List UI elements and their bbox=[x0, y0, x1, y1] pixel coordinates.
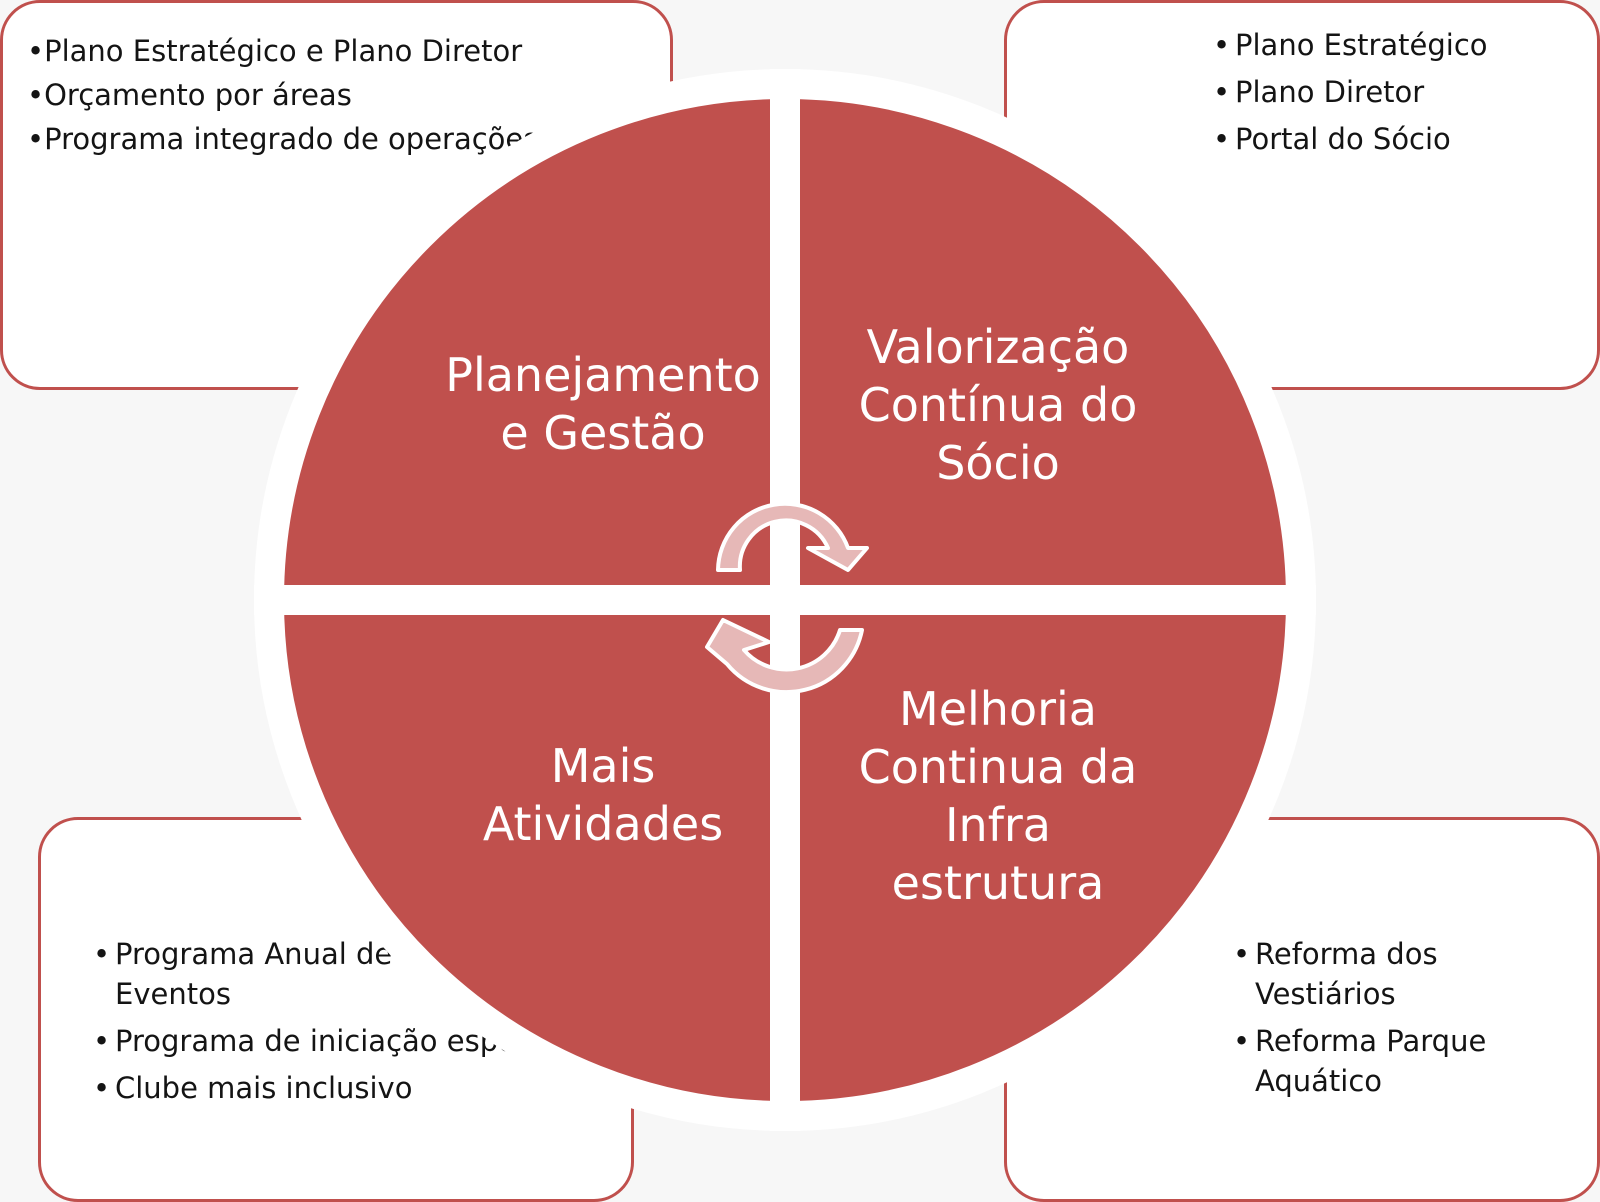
card-item: Portal do Sócio bbox=[1213, 117, 1577, 161]
quadrant-title-valorizacao: Valorização Contínua do Sócio bbox=[828, 318, 1168, 492]
card-item: Orçamento por áreas bbox=[27, 73, 650, 117]
quadrant-title-line: Contínua do bbox=[858, 378, 1138, 432]
quadrant-title-line: Infra bbox=[944, 798, 1051, 852]
card-item: Plano Estratégico e Plano Diretor bbox=[27, 29, 650, 73]
quadrant-title-line: e Gestão bbox=[500, 406, 706, 460]
quadrant-bottom-right bbox=[770, 585, 1317, 1132]
card-item: Reforma Parque Aquático bbox=[1233, 1021, 1587, 1101]
quadrant-title-planejamento: Planejamento e Gestão bbox=[433, 346, 773, 462]
quadrant-title-melhoria: Melhoria Continua da Infra estrutura bbox=[828, 680, 1168, 912]
card-item: Clube mais inclusivo bbox=[93, 1068, 621, 1108]
quadrant-title-atividades: Mais Atividades bbox=[433, 737, 773, 853]
quadrant-bottom-left bbox=[253, 585, 800, 1132]
card-item: Programa integrado de operações bbox=[27, 117, 650, 161]
card-item: Plano Estratégico bbox=[1213, 23, 1577, 67]
arrow-clockwise-bottom-icon bbox=[705, 618, 864, 695]
arrow-clockwise-top-icon bbox=[716, 501, 869, 572]
card-item: Plano Diretor bbox=[1213, 70, 1577, 114]
quadrant-title-line: estrutura bbox=[891, 856, 1105, 910]
quadrant-title-line: Mais bbox=[550, 739, 656, 793]
quadrant-title-line: Valorização bbox=[866, 320, 1130, 374]
quadrant-title-line: Planejamento bbox=[445, 348, 761, 402]
quadrant-title-line: Atividades bbox=[482, 797, 724, 851]
quadrant-title-line: Continua da bbox=[858, 740, 1138, 794]
quadrant-top-right bbox=[770, 68, 1317, 615]
circular-arrows-icon bbox=[705, 501, 869, 695]
card-item: Reforma dos Vestiários bbox=[1233, 934, 1587, 1014]
quadrant-title-line: Melhoria bbox=[899, 682, 1097, 736]
quadrant-title-line: Sócio bbox=[936, 436, 1060, 490]
quadrant-top-left bbox=[253, 68, 800, 615]
